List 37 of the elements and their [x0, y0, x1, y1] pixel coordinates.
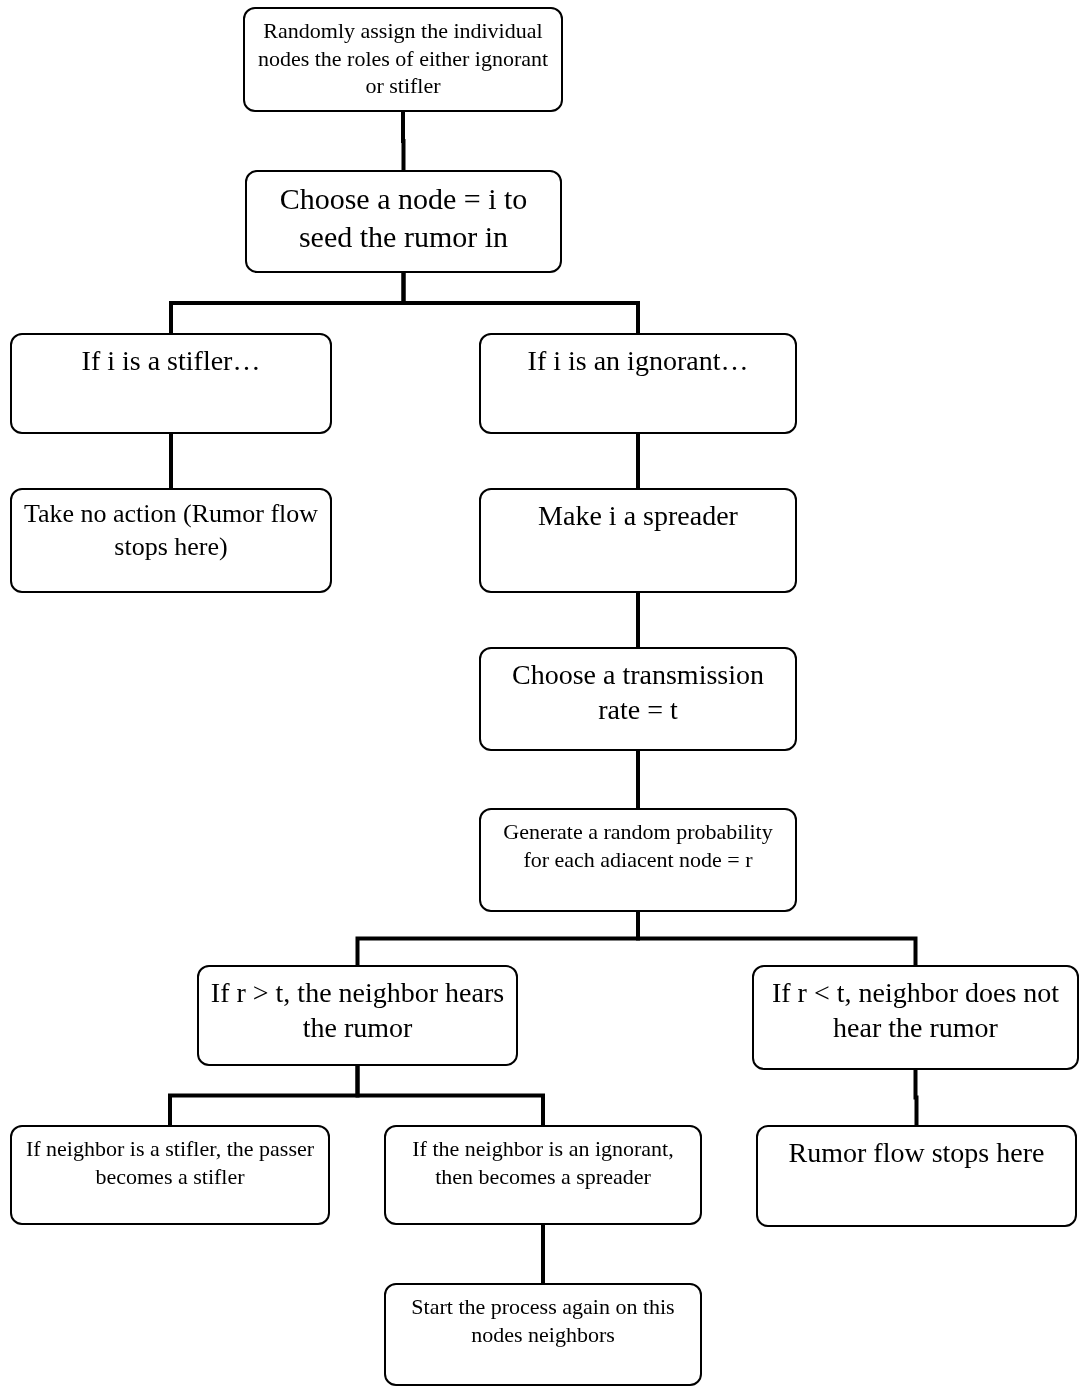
- box-text: If i is a stifler…: [81, 344, 261, 378]
- connector-line: [541, 1225, 545, 1283]
- box-text: Rumor flow stops here: [788, 1136, 1045, 1170]
- connector-line: [355, 1066, 545, 1125]
- process-box: [384, 1125, 702, 1225]
- connector-line: [636, 751, 640, 808]
- process-box: [10, 1125, 330, 1225]
- process-box: [384, 1283, 702, 1386]
- box-text: Take no action (Rumor flow stops here): [22, 498, 320, 563]
- box-text: If the neighbor is an ignorant, then becomes a spreader: [411, 1135, 675, 1190]
- process-box: [10, 488, 332, 593]
- process-box: [479, 333, 797, 434]
- connector-line: [169, 434, 173, 488]
- box-text: Choose a transmission rate = t: [511, 658, 765, 727]
- box-text: If r < t, neighbor does not hear the rumor: [770, 976, 1061, 1045]
- box-text: If neighbor is a stifler, the passer becomes a stifler: [24, 1135, 316, 1190]
- process-box: [756, 1125, 1077, 1227]
- box-text: Generate a random probability for each adiacent node = r: [502, 818, 774, 873]
- process-box: [752, 965, 1079, 1070]
- process-box: [479, 647, 797, 751]
- connector-line: [636, 434, 640, 488]
- process-box: [197, 965, 518, 1066]
- connector-line: [636, 593, 640, 647]
- connector-line: [401, 273, 640, 333]
- box-text: If i is an ignorant…: [527, 344, 749, 378]
- connector-line: [401, 112, 406, 170]
- process-box: [243, 7, 563, 112]
- box-text: Randomly assign the individual nodes the roles of either ignorant or stifler: [256, 17, 550, 100]
- box-text: Choose a node = i to seed the rumor in: [278, 181, 529, 255]
- connector-line: [913, 1070, 919, 1125]
- process-box: [245, 170, 562, 273]
- box-text: Start the process again on this nodes neighbors: [410, 1293, 676, 1348]
- process-box: [479, 808, 797, 912]
- process-box: [10, 333, 332, 434]
- box-text: Make i a spreader: [538, 499, 738, 533]
- process-box: [479, 488, 797, 593]
- box-text: If r > t, the neighbor hears the rumor: [209, 976, 506, 1045]
